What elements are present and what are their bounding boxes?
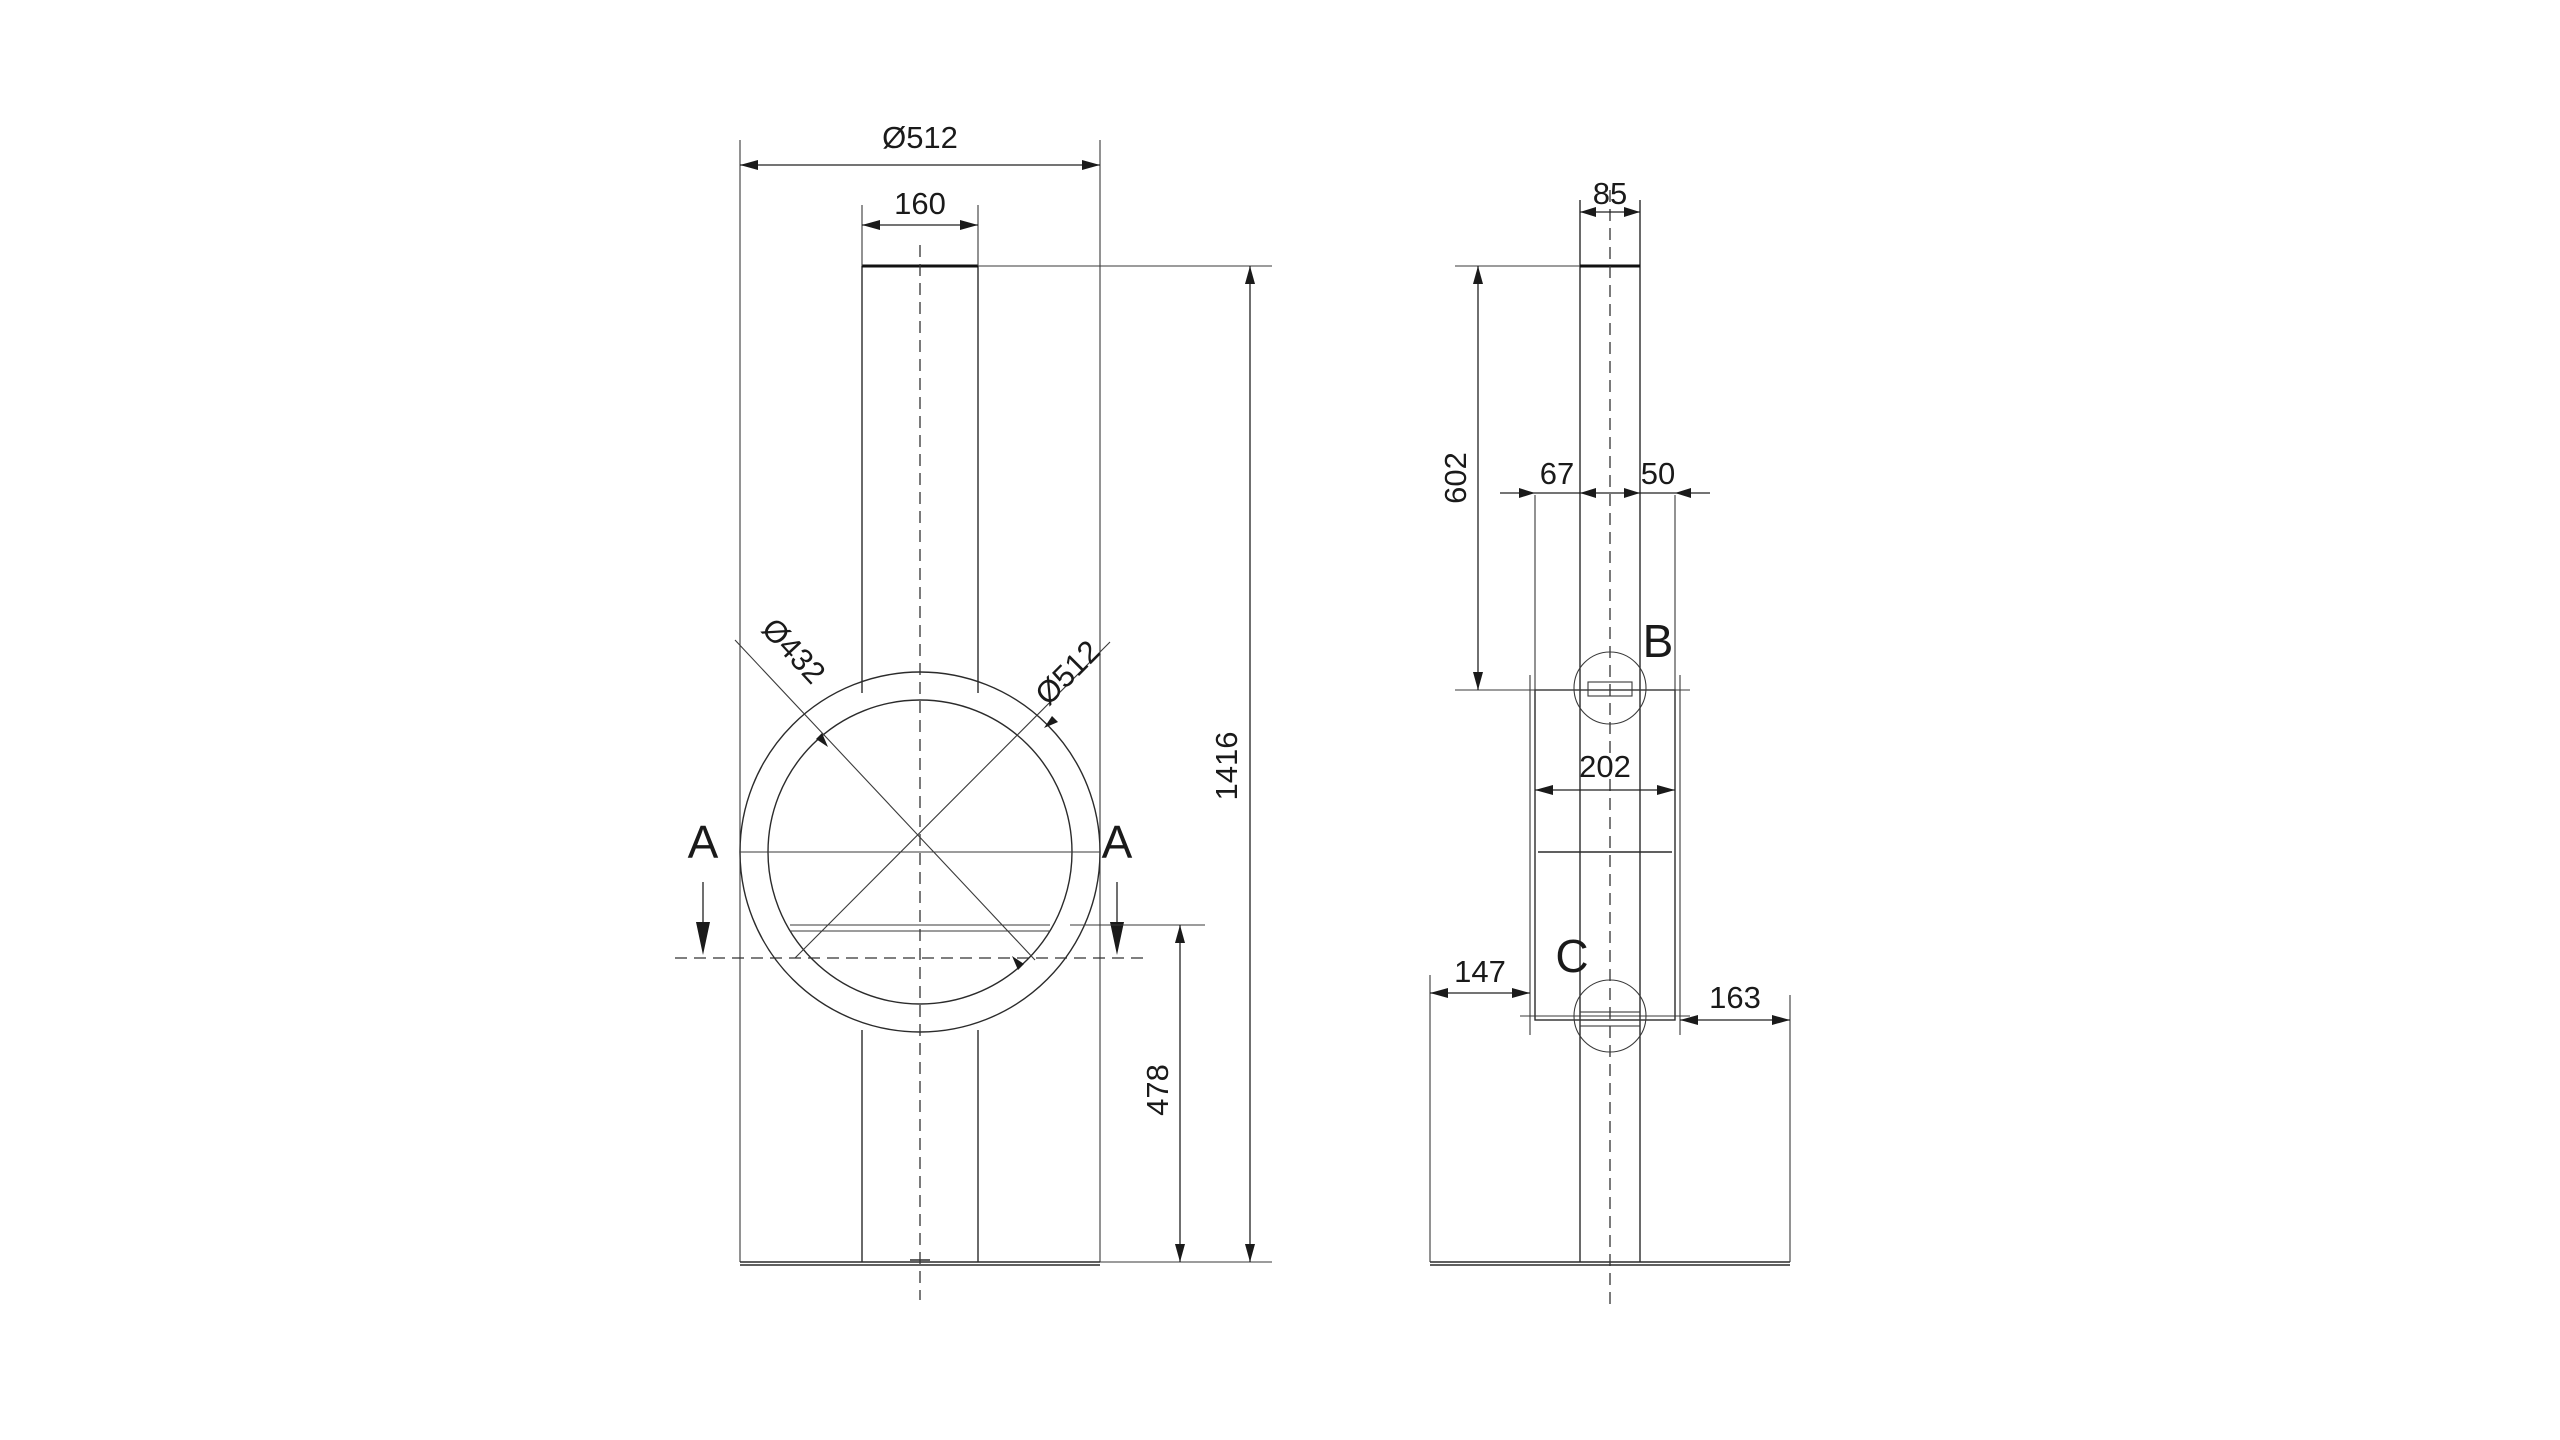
- arrow: [1772, 1015, 1790, 1025]
- arrow: [1657, 785, 1675, 795]
- dim-text-pipe-depth: 85: [1593, 176, 1627, 211]
- dim-text-left-offset: 67: [1540, 456, 1574, 491]
- dim-text-inner-diameter: Ø432: [755, 611, 832, 690]
- leader-arrow-432-a: [816, 733, 828, 747]
- arrow: [960, 220, 978, 230]
- dim-text-outer-diameter: Ø512: [1028, 633, 1106, 711]
- arrow: [740, 160, 758, 170]
- dim-text-section-height: 478: [1140, 1064, 1175, 1116]
- diameter-432-leader: [734, 639, 1036, 961]
- dim-text-base-right: 163: [1709, 980, 1761, 1015]
- detail-label-c: C: [1555, 930, 1588, 982]
- arrow: [1624, 207, 1640, 217]
- section-arrow-right-head: [1110, 922, 1124, 955]
- section-label-left: A: [688, 816, 719, 868]
- arrow: [1245, 266, 1255, 284]
- arrow: [1175, 1244, 1185, 1262]
- arrow: [1245, 1244, 1255, 1262]
- dim-text-total-height: 1416: [1209, 732, 1244, 801]
- arrow: [862, 220, 880, 230]
- arrow: [1512, 988, 1530, 998]
- arrow: [1430, 988, 1448, 998]
- arrow: [1519, 488, 1535, 498]
- section-arrow-left-head: [696, 922, 710, 955]
- diameter-512-leader: [794, 641, 1111, 959]
- side-view: 85 602 67 50 202 147 163 B C: [1429, 176, 1791, 1310]
- dim-text-upper-height: 602: [1438, 452, 1473, 504]
- dim-text-overall-diameter: Ø512: [882, 120, 958, 155]
- leader-arrow-432-b: [1012, 956, 1024, 970]
- leader-arrow-512-a: [1044, 716, 1058, 728]
- arrow: [1473, 672, 1483, 690]
- front-view: Ø512 160 1416 478 Ø432 Ø512 A A: [675, 120, 1272, 1300]
- dim-text-body-depth: 202: [1579, 749, 1631, 784]
- arrow: [1082, 160, 1100, 170]
- arrow: [1680, 1015, 1698, 1025]
- dim-text-right-offset: 50: [1641, 456, 1675, 491]
- arrow: [1535, 785, 1553, 795]
- dim-text-base-left: 147: [1454, 954, 1506, 989]
- section-label-right: A: [1102, 816, 1133, 868]
- arrow: [1580, 488, 1596, 498]
- arrow: [1675, 488, 1691, 498]
- arrow: [1473, 266, 1483, 284]
- detail-label-b: B: [1643, 615, 1674, 667]
- arrow: [1580, 207, 1596, 217]
- arrow: [1175, 925, 1185, 943]
- arrow: [1624, 488, 1640, 498]
- dim-text-pipe-width: 160: [894, 186, 946, 221]
